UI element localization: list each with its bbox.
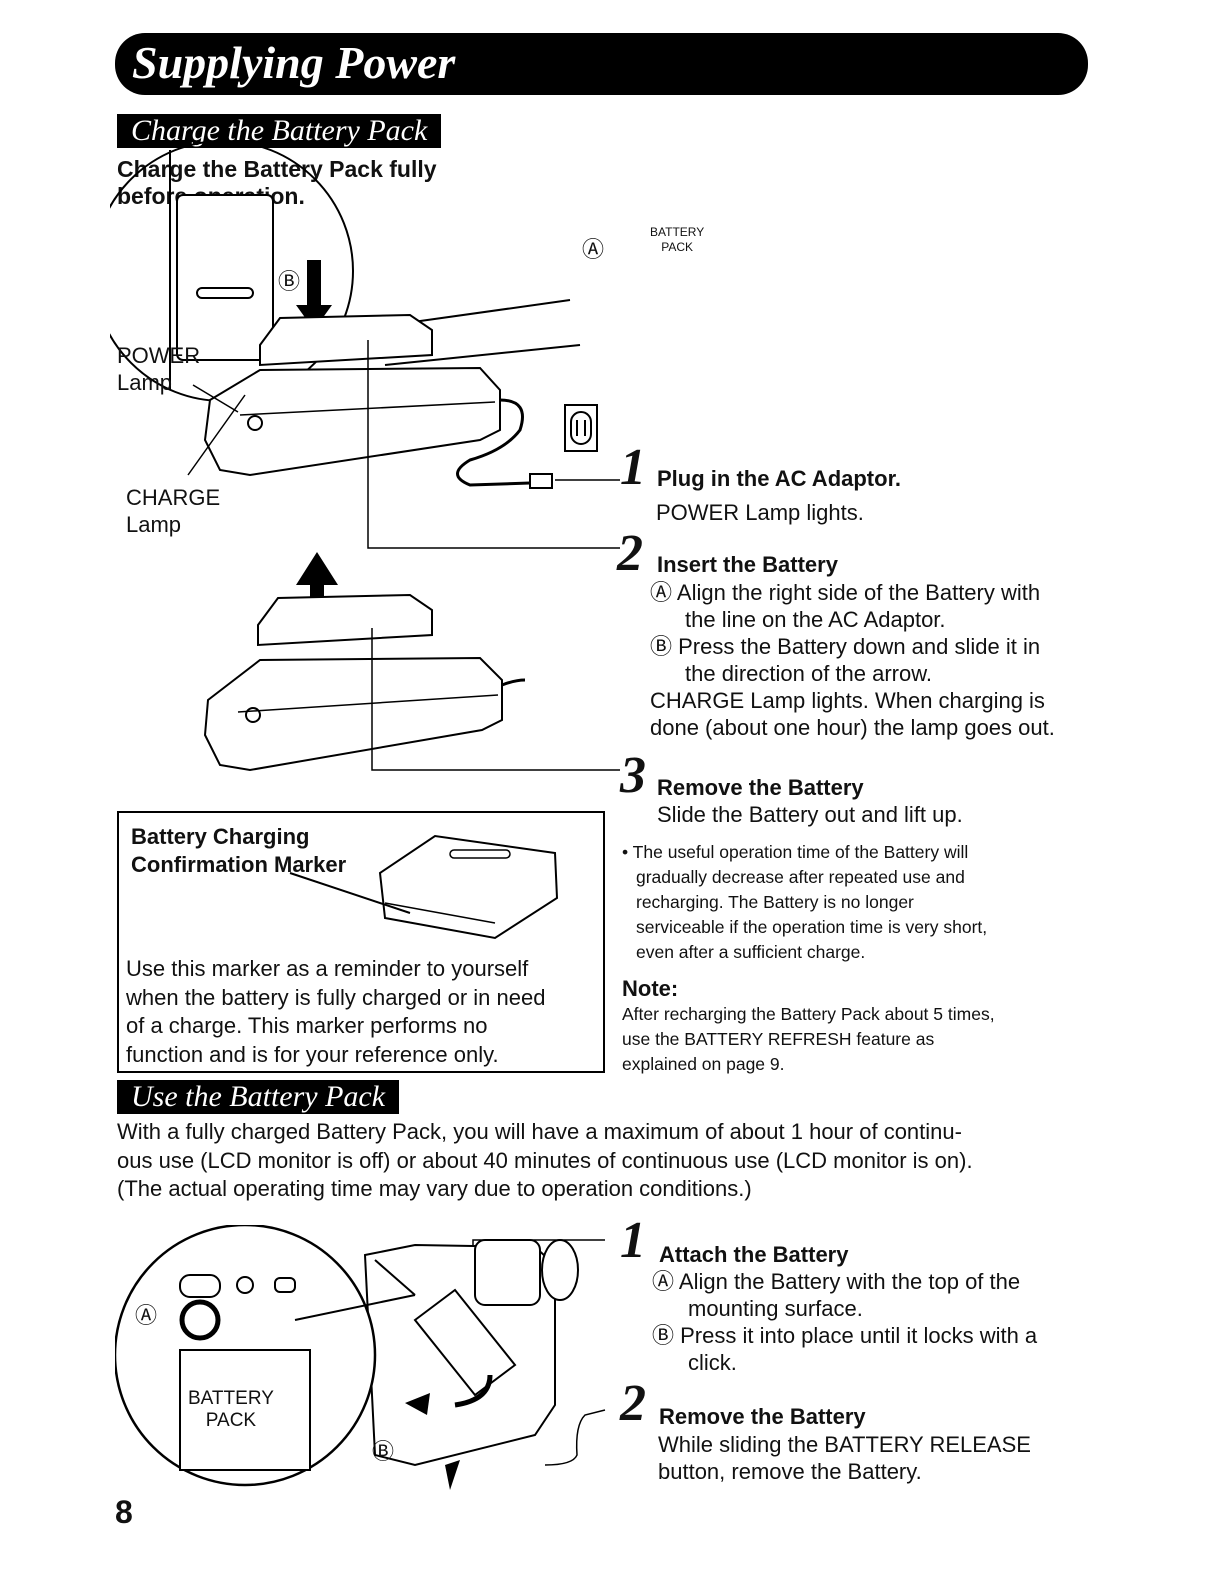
ac-cord bbox=[456, 398, 531, 487]
item-line: the line on the AC Adaptor. bbox=[685, 607, 946, 632]
step-text: While sliding the BATTERY RELEASE button… bbox=[658, 1431, 1031, 1485]
marker-b: Ⓑ bbox=[372, 1439, 395, 1464]
step-number: 1 bbox=[620, 1212, 646, 1269]
step-title: Attach the Battery bbox=[659, 1242, 849, 1267]
marker-box-title-line: Battery Charging bbox=[131, 824, 310, 849]
note-title: Note: bbox=[622, 976, 679, 1001]
bullet-line: • The useful operation time of the Batte… bbox=[622, 842, 969, 862]
marker-box-line: function and is for your reference only. bbox=[126, 1041, 499, 1067]
power-lamp-line: Lamp bbox=[117, 370, 173, 395]
bullet-line: recharging. The Battery is no longer bbox=[636, 892, 914, 912]
marker-box bbox=[117, 811, 605, 1073]
step-line: button, remove the Battery. bbox=[658, 1459, 922, 1484]
charger-body bbox=[203, 366, 501, 477]
step-number: 2 bbox=[620, 1375, 646, 1432]
item-marker: Ⓑ bbox=[650, 634, 673, 659]
note-text: After recharging the Battery Pack about … bbox=[622, 1002, 995, 1077]
bullet-line: even after a sufficient charge. bbox=[636, 942, 866, 962]
bullet-note: • The useful operation time of the Batte… bbox=[622, 840, 987, 965]
charge-lamp-line: Lamp bbox=[126, 512, 182, 537]
item-line: Press the Battery down and slide it in bbox=[678, 634, 1041, 659]
step-item: Ⓑ Press it into place until it locks wit… bbox=[652, 1322, 1037, 1349]
step-text: CHARGE Lamp lights. When charging is bbox=[650, 688, 1045, 713]
section-header-use: Use the Battery Pack bbox=[117, 1080, 400, 1114]
item-line: click. bbox=[688, 1350, 737, 1375]
marker-box-line: Use this marker as a reminder to yoursel… bbox=[126, 956, 529, 981]
use-intro: With a fully charged Battery Pack, you w… bbox=[117, 1118, 973, 1204]
item-line: mounting surface. bbox=[688, 1296, 863, 1321]
step-number: 2 bbox=[617, 525, 643, 582]
step-item: Ⓐ Align the Battery with the top of the bbox=[652, 1268, 1037, 1295]
step-item: Ⓑ Press the Battery down and slide it in bbox=[650, 633, 1055, 660]
battery-pack-label: BATTERY PACK bbox=[188, 1388, 274, 1432]
step-number: 3 bbox=[620, 747, 646, 804]
note-line: use the BATTERY REFRESH feature as bbox=[622, 1029, 935, 1049]
note-line: After recharging the Battery Pack about … bbox=[622, 1004, 995, 1024]
charge-lamp-label: CHARGE Lamp bbox=[126, 484, 220, 538]
marker-battery-illustration bbox=[289, 834, 559, 940]
use-intro-line: ous use (LCD monitor is off) or about 40… bbox=[117, 1147, 973, 1173]
lens-icon bbox=[474, 1239, 541, 1306]
step-text: POWER Lamp lights. bbox=[656, 500, 864, 525]
power-lamp-label: POWER Lamp bbox=[117, 342, 200, 396]
camcorder-illustration bbox=[115, 1225, 606, 1490]
step-items: Ⓐ Align the Battery with the top of the … bbox=[652, 1268, 1037, 1376]
battery-pack-label: BATTERY PACK bbox=[650, 225, 704, 255]
step-number: 1 bbox=[620, 439, 646, 496]
charge-lamp-line: CHARGE bbox=[126, 485, 221, 510]
item-marker: Ⓑ bbox=[652, 1323, 675, 1348]
item-line: Align the Battery with the top of the bbox=[678, 1269, 1021, 1294]
marker-a: Ⓐ bbox=[582, 237, 605, 262]
note-line: explained on page 9. bbox=[622, 1054, 785, 1074]
step-line: While sliding the BATTERY RELEASE bbox=[658, 1432, 1031, 1457]
marker-b: Ⓑ bbox=[278, 269, 301, 294]
step-items: Ⓐ Align the right side of the Battery wi… bbox=[650, 579, 1055, 741]
step-title: Remove the Battery bbox=[659, 1404, 866, 1429]
use-intro-line: (The actual operating time may vary due … bbox=[117, 1176, 752, 1201]
marker-a: Ⓐ bbox=[135, 1303, 158, 1328]
page-number: 8 bbox=[115, 1494, 133, 1530]
battery-pack-label-line: BATTERY bbox=[188, 1388, 274, 1409]
step-item: Ⓐ Align the right side of the Battery wi… bbox=[650, 579, 1055, 606]
bullet-line: serviceable if the operation time is ver… bbox=[636, 917, 988, 937]
item-marker: Ⓐ bbox=[652, 1269, 675, 1294]
battery-zoom-shape bbox=[176, 194, 274, 361]
step-text: done (about one hour) the lamp goes out. bbox=[650, 715, 1055, 740]
marker-box-title: Battery Charging Confirmation Marker bbox=[131, 823, 346, 879]
item-marker: Ⓐ bbox=[650, 580, 673, 605]
marker-box-text: Use this marker as a reminder to yoursel… bbox=[126, 955, 545, 1069]
marker-box-line: when the battery is fully charged or in … bbox=[126, 984, 546, 1010]
charger-illustration bbox=[110, 140, 620, 772]
battery-pack-label-line: PACK bbox=[661, 240, 694, 254]
item-line: Press it into place until it locks with … bbox=[680, 1323, 1038, 1348]
marker-box-line: of a charge. This marker performs no bbox=[126, 1013, 488, 1038]
item-line: the direction of the arrow. bbox=[685, 661, 933, 686]
item-line: Align the right side of the Battery with bbox=[676, 580, 1041, 605]
power-lamp-line: POWER bbox=[117, 343, 201, 368]
battery-pack-label-line: PACK bbox=[205, 1410, 257, 1431]
step-title: Insert the Battery bbox=[657, 552, 838, 577]
battery-pack-label-line: BATTERY bbox=[650, 225, 705, 239]
step-title: Plug in the AC Adaptor. bbox=[657, 466, 902, 491]
use-intro-line: With a fully charged Battery Pack, you w… bbox=[117, 1119, 962, 1144]
marker-box-title-line: Confirmation Marker bbox=[131, 852, 347, 877]
bullet-line: gradually decrease after repeated use an… bbox=[636, 867, 965, 887]
page-title: Supplying Power bbox=[132, 37, 456, 88]
step-text: Slide the Battery out and lift up. bbox=[657, 802, 963, 827]
step-title: Remove the Battery bbox=[657, 775, 864, 800]
title-bar bbox=[115, 33, 1088, 95]
section-header-charge: Charge the Battery Pack bbox=[117, 114, 442, 148]
